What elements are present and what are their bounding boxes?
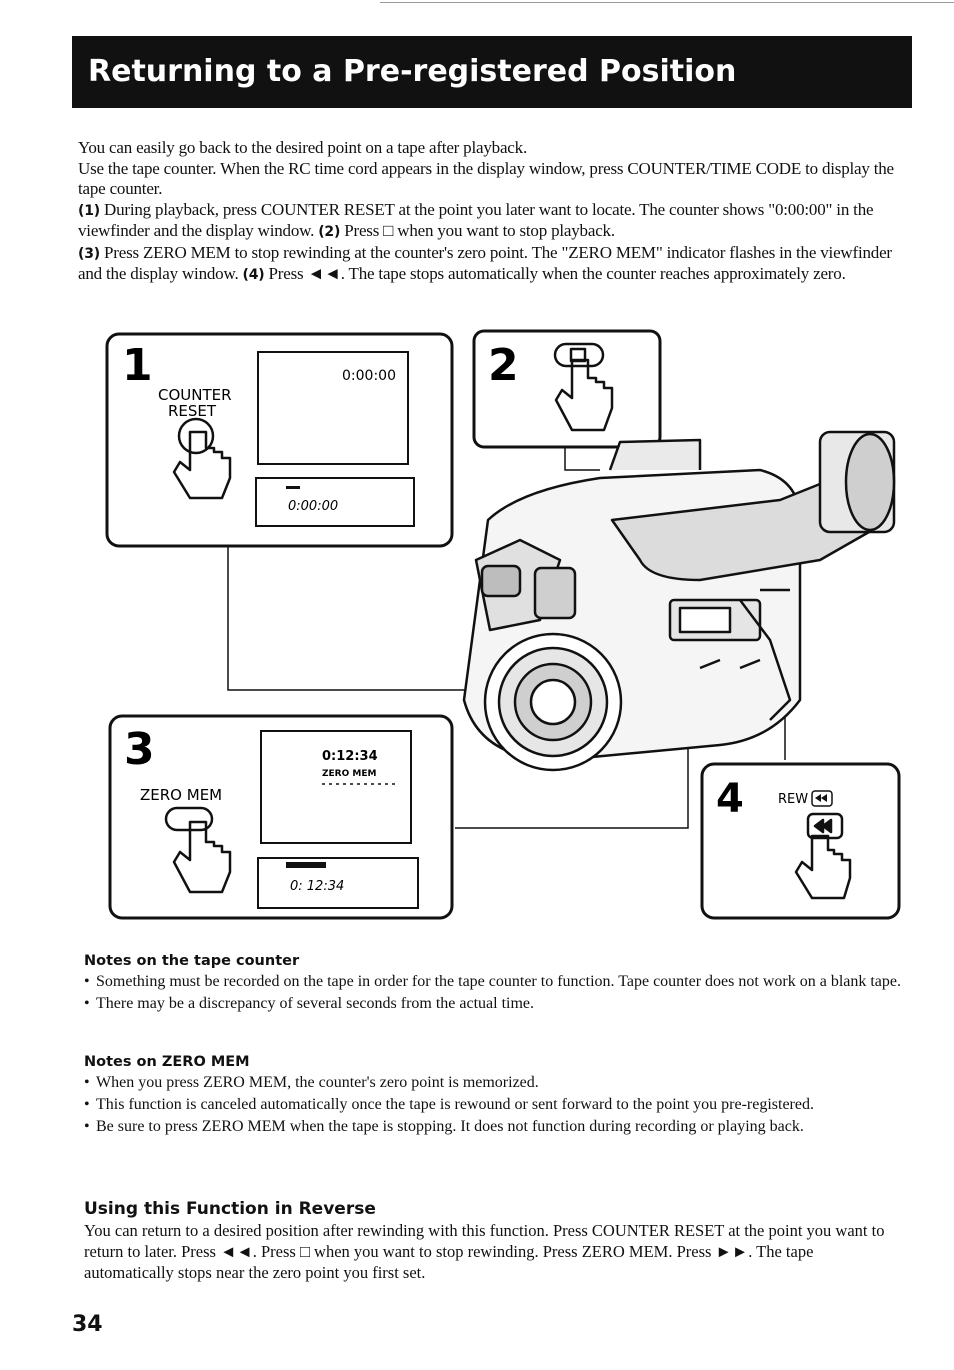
panel-4-label: REW: [778, 792, 808, 807]
intro-line-2: Use the tape counter. When the RC time c…: [78, 158, 894, 199]
panel-4-number: 4: [716, 776, 744, 822]
page-title: Returning to a Pre-registered Position: [72, 36, 912, 108]
panel-1-viewfinder-counter: 0:00:00: [342, 368, 396, 384]
intro-line-1: You can easily go back to the desired po…: [78, 138, 527, 157]
panel-1-label-line-2: RESET: [168, 402, 217, 420]
panel-3-viewfinder-label: ZERO MEM: [322, 769, 376, 779]
step-3-text: Press ZERO MEM to stop rewinding at the …: [78, 242, 892, 284]
panel-3-number: 3: [124, 724, 155, 775]
hand-press-icon: [172, 417, 232, 500]
intro-steps: (1) During playback, press COUNTER RESET…: [78, 200, 913, 243]
step-2-text: Press □ when you want to stop playback.: [340, 221, 615, 240]
list-item: When you press ZERO MEM, the counter's z…: [84, 1073, 904, 1093]
intro-text: You can easily go back to the desired po…: [78, 138, 913, 286]
panel-2: 2: [472, 329, 662, 449]
stop-button-hand-icon: [553, 342, 614, 432]
list-item: Something must be recorded on the tape i…: [84, 972, 904, 992]
top-rule: [380, 2, 954, 3]
zero-mem-hand-icon: [164, 806, 232, 894]
panel-1: 1 COUNTER RESET 0:00:00 0:00:00: [105, 332, 454, 548]
rewind-hand-icon: [794, 812, 852, 900]
panel-1-display-counter: 0:00:00: [288, 499, 338, 514]
step-1-text: During playback, press COUNTER RESET at …: [78, 199, 874, 241]
list-item: Be sure to press ZERO MEM when the tape …: [84, 1117, 904, 1137]
notes-zero-mem-list: When you press ZERO MEM, the counter's z…: [84, 1073, 904, 1139]
step-4-number: (4): [242, 267, 265, 283]
panel-1-label-line-1: COUNTER: [158, 386, 232, 404]
reverse-heading: Using this Function in Reverse: [84, 1199, 376, 1219]
panel-2-number: 2: [488, 340, 519, 391]
camcorder-illustration: [462, 430, 896, 772]
step-3-number: (3): [78, 245, 100, 262]
step-2-number: (2): [318, 224, 341, 240]
page-number: 34: [72, 1312, 103, 1337]
panel-1-number: 1: [122, 340, 153, 391]
step-4-text: Press ◄◄. The tape stops automatically w…: [264, 264, 846, 283]
intro-steps-2: (3) Press ZERO MEM to stop rewinding at …: [78, 243, 913, 286]
list-item: This function is canceled automatically …: [84, 1095, 904, 1115]
panel-3-display-counter: 0: 12:34: [290, 879, 344, 894]
list-item: There may be a discrepancy of several se…: [84, 994, 904, 1014]
notes-zero-mem-heading: Notes on ZERO MEM: [84, 1054, 250, 1070]
notes-tape-counter-list: Something must be recorded on the tape i…: [84, 972, 904, 1016]
rewind-icon: [811, 790, 833, 807]
panel-4: 4 REW: [700, 762, 901, 920]
panel-3-viewfinder-counter: 0:12:34: [322, 749, 378, 764]
panel-3-label: ZERO MEM: [140, 786, 222, 804]
reverse-body: You can return to a desired position aft…: [84, 1221, 885, 1282]
step-1-number: (1): [78, 202, 100, 219]
panel-3: 3 ZERO MEM 0:12:34 ZERO MEM 0: 12:34: [108, 714, 454, 920]
notes-tape-counter-heading: Notes on the tape counter: [84, 953, 300, 969]
